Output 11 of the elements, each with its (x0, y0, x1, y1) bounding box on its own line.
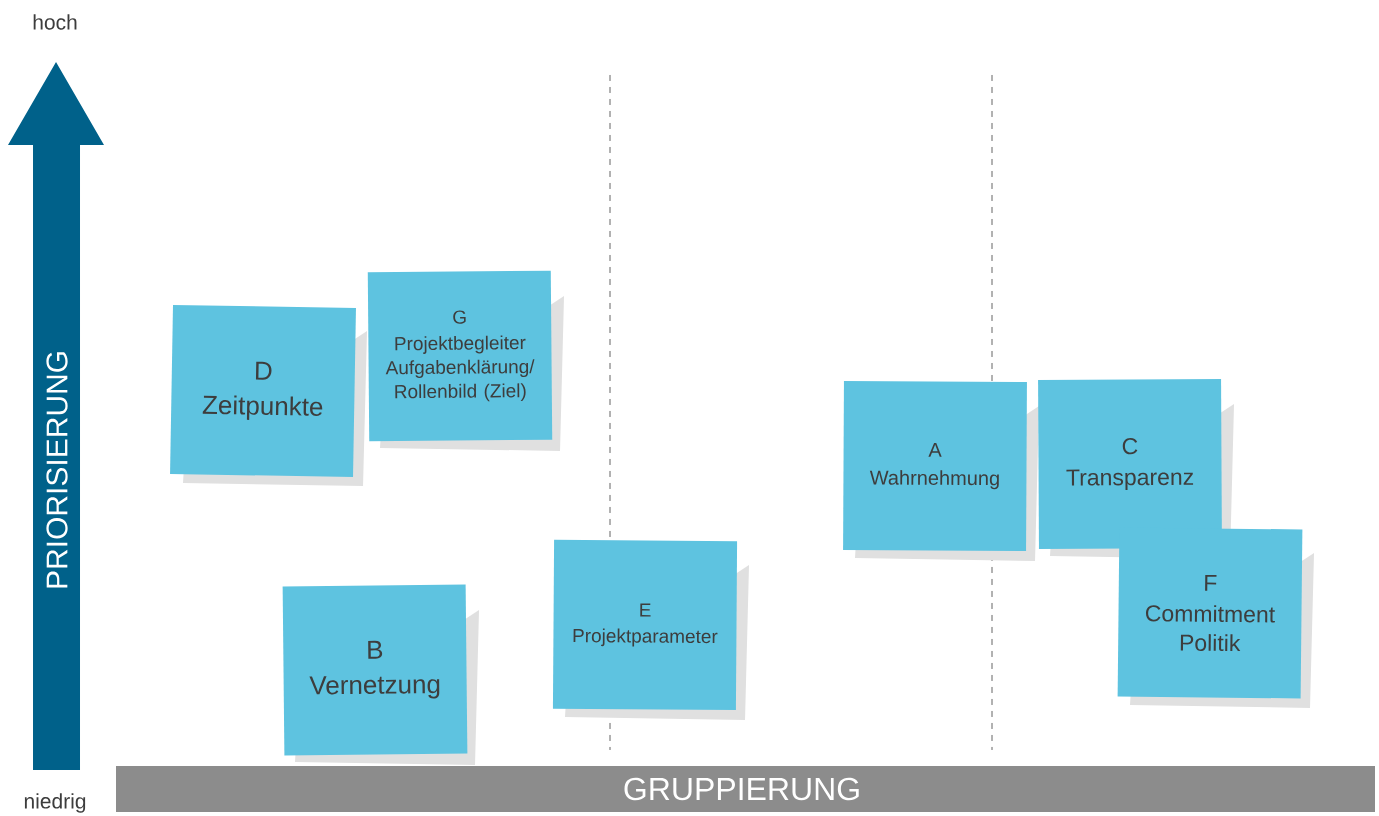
sticky-note: B Vernetzung (282, 584, 479, 765)
sticky-note: G Projektbegleiter Aufgabenklärung/ Rollenbild (Ziel) (367, 270, 564, 451)
axis-end-label: hoch (33, 14, 77, 30)
axis-label: GRUPPIERUNG (624, 777, 859, 801)
sticky-note: F Commitment Politik (1117, 527, 1314, 708)
axis-label: PRIORISIERUNG (46, 352, 68, 588)
sticky-note: D Zeitpunkte (170, 304, 367, 486)
axis-end-label: niedrig (24, 793, 86, 813)
sticky-note: E Projektparameter (552, 539, 749, 720)
sticky-note: C Transparenz (1038, 379, 1234, 559)
sticky-note: A Wahrnehmung (843, 381, 1039, 561)
